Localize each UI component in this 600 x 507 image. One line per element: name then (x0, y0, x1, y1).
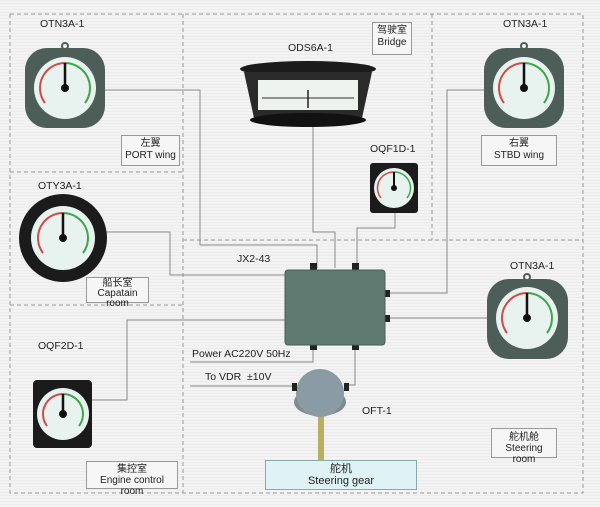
zone-cn: 船长室 (102, 278, 133, 289)
stbd-indicator-model: OTN3A-1 (503, 18, 548, 30)
zone-en: Steering gear (307, 475, 375, 487)
engine-indicator-model: OQF2D-1 (38, 340, 84, 352)
stbd-wing-rudder-indicator (484, 42, 564, 128)
zone-cn: 舵机 (330, 463, 352, 475)
rudder-transmitter (292, 369, 349, 462)
bridge-small-indicator-model: OQF1D-1 (370, 143, 416, 155)
captain-indicator-model: OTY3A-1 (38, 180, 82, 192)
bridge-small-rudder-indicator (370, 163, 418, 213)
port-indicator-model: OTN3A-1 (40, 18, 85, 30)
zone-en: PORT wing (125, 150, 176, 161)
bridge-indicator-model: ODS6A-1 (288, 42, 333, 54)
port-wing-rudder-indicator (25, 42, 105, 128)
zone-en: Capatain room (97, 288, 138, 309)
zone-cn: 右翼 (509, 138, 529, 149)
zone-cn: 驾驶室 (377, 25, 407, 36)
steering-room-indicator-model: OTN3A-1 (510, 260, 555, 272)
steering-room-rudder-indicator (487, 273, 568, 359)
zone-en: Steering room (505, 443, 543, 465)
captain-room-rudder-indicator (19, 194, 107, 282)
zone-en: STBD wing (493, 150, 544, 161)
zone-cn: 舵机舱 (509, 432, 539, 443)
zone-en: Engine control room (100, 475, 164, 497)
transmitter-model: OFT-1 (362, 405, 392, 417)
zone-en: Bridge (377, 37, 407, 48)
engine-room-rudder-indicator (33, 380, 92, 448)
junction-box (284, 263, 390, 350)
junction-box-model: JX2-43 (237, 253, 271, 265)
zone-borders (9, 13, 584, 494)
zone-cn: 集控室 (117, 464, 147, 475)
bridge-overhead-rudder-indicator (240, 61, 376, 127)
vdr-output-label: To VDR ±10V (205, 371, 272, 383)
zone-cn: 左翼 (140, 138, 161, 149)
power-supply-label: Power AC220V 50Hz (192, 348, 291, 360)
